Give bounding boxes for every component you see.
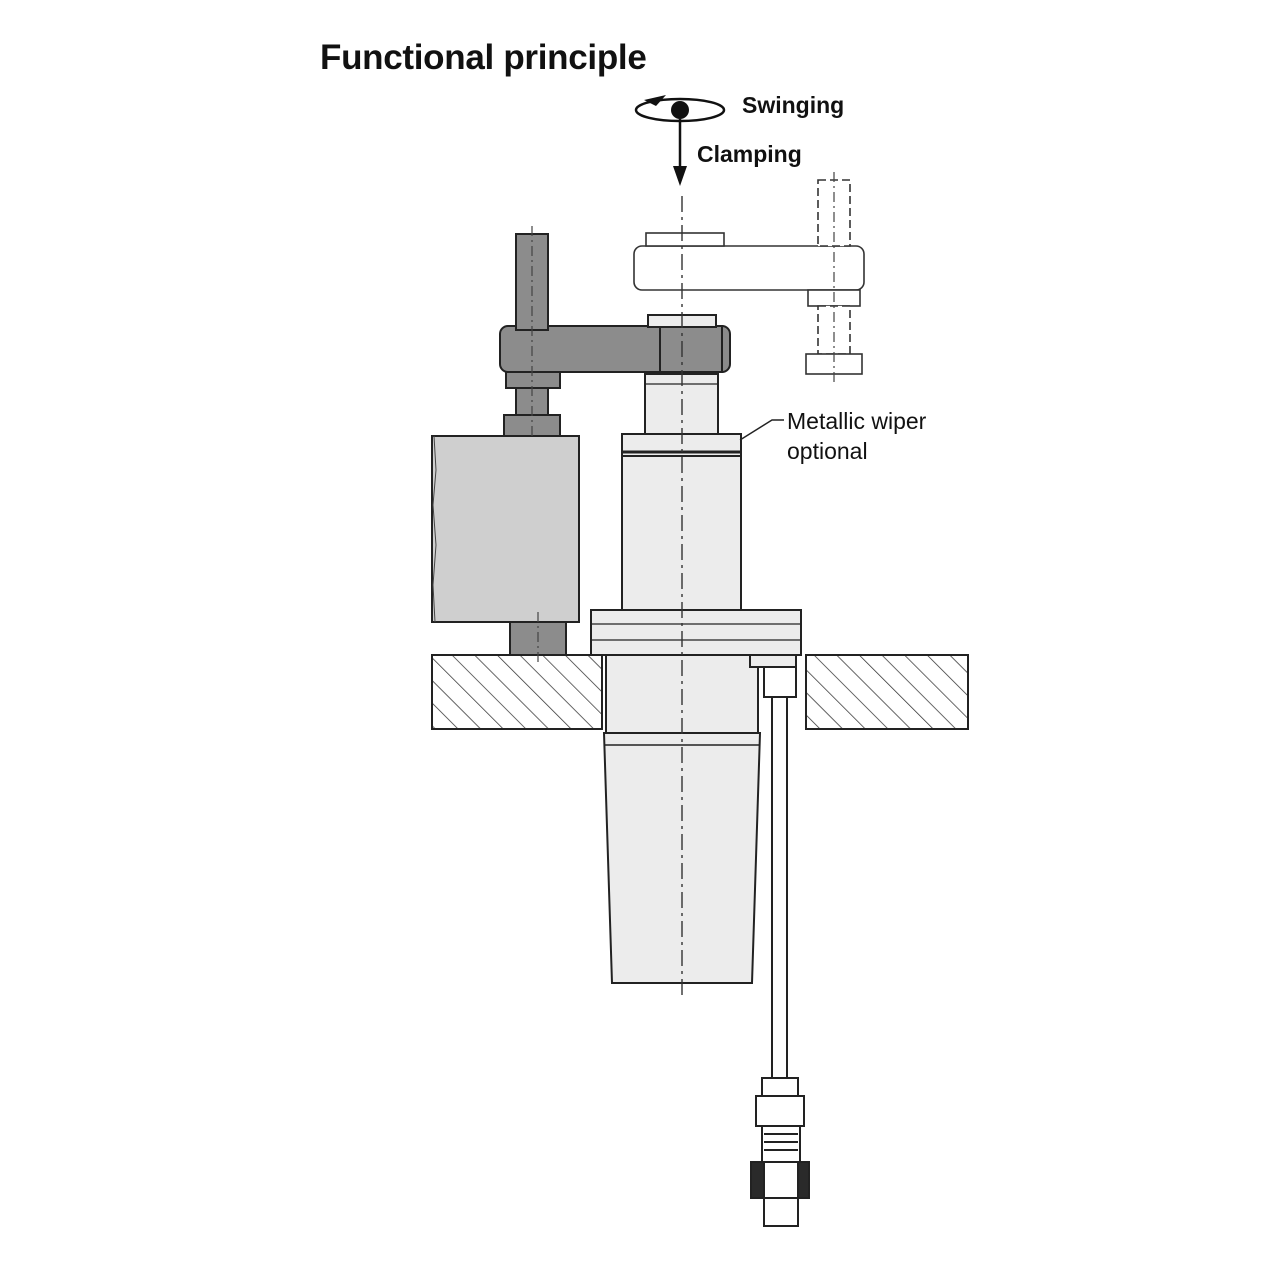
lock-nut [505,371,561,389]
clamping-arm [499,226,731,440]
clamping-label: Clamping [697,141,802,167]
pivot-dot [671,101,689,119]
clamping-arm-swung-out [633,172,865,382]
cylinder-flange [590,609,802,656]
metallic-wiper-label: Metallic wiper [787,408,927,434]
connector-plug [750,1077,810,1227]
swing-arrowhead [644,95,666,106]
metallic-wiper-optional-label: optional [787,438,868,464]
sensor-cable [749,654,797,1080]
diagram-title: Functional principle [320,38,647,77]
metallic-wiper-callout: Metallic wiper optional [787,406,926,466]
clamping-arrow [673,119,687,186]
swinging-label: Swinging [742,92,845,118]
wiper-leader-line [739,419,784,441]
swinging-symbol [634,95,726,123]
workpiece [431,435,580,666]
